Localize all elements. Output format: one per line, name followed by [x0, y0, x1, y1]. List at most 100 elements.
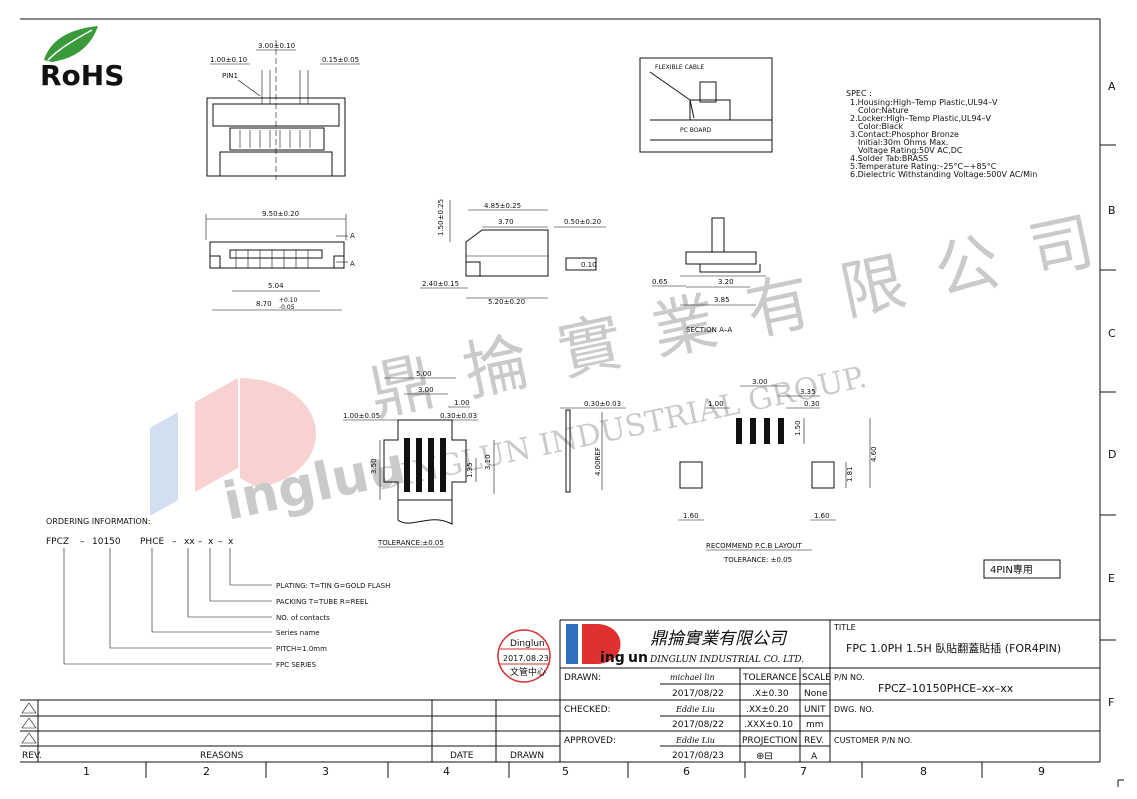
ordering-legend-plating: PLATING: T=TIN G=GOLD FLASH	[276, 582, 390, 590]
company-name-cn: 鼎掄實業有限公司	[650, 629, 788, 649]
pcb-dim-1: 3.00	[752, 378, 768, 386]
unit-value: mm	[806, 720, 824, 730]
pn-value: FPCZ–10150PHCE–xx–xx	[878, 682, 1014, 695]
dwg-label: DWG. NO.	[834, 705, 874, 714]
rev-label: REV.	[804, 736, 824, 746]
ordering-legend-pitch: PITCH=1.0mm	[276, 645, 327, 653]
spec-line-9: 5.Temperature Rating:–25°C~+85°C	[850, 162, 997, 171]
date-header: DATE	[450, 751, 474, 761]
front-view: 9.50±0.20 A A 5.04 8.70 +0.10 -0.05	[205, 210, 355, 311]
title-logo-text-2: un	[628, 650, 648, 666]
spec-block: SPEC : 1.Housing:High–Temp Plastic,UL94–…	[846, 89, 1037, 179]
pcb-dim-3: 1.00	[708, 400, 724, 408]
title-label: TITLE	[833, 623, 856, 632]
spec-line-5: 3.Contact:Phosphor Bronze	[850, 130, 959, 139]
reasons-header: REASONS	[200, 751, 244, 761]
cable-dim-6: 3.50	[370, 458, 378, 474]
spec-line-8: 4.Solder Tab:BRASS	[850, 154, 928, 163]
front-dim-overall: 8.70	[256, 300, 272, 308]
rev-header: REV.	[22, 751, 42, 761]
thickness-dim-2: 4.00REF	[594, 447, 602, 476]
rohs-logo: RoHS	[40, 26, 124, 92]
top-pin1-label: PIN1	[222, 72, 238, 80]
scale-label: SCALE	[802, 673, 831, 683]
col-marker-9: 9	[1038, 765, 1045, 778]
pcb-pad-4	[778, 418, 784, 444]
ordering-information: ORDERING INFORMATION: FPCZ – 10150 PHCE …	[46, 517, 390, 669]
ordering-part-dash-4: –	[218, 537, 223, 547]
pcb-dim-8: 1.60	[683, 512, 699, 520]
projection-label: PROJECTION	[742, 736, 797, 746]
cable-tolerance: TOLERANCE:±0.05	[377, 539, 444, 547]
ordering-title: ORDERING INFORMATION:	[46, 517, 151, 526]
title-logo-bar-red	[582, 624, 598, 664]
col-marker-3: 3	[322, 765, 329, 778]
flex-cable-label: FLEXIBLE CABLE	[655, 64, 704, 71]
title-logo-d-shape	[598, 624, 621, 664]
drawn-name: michael lin	[670, 673, 715, 682]
col-marker-1: 1	[83, 765, 90, 778]
unit-label: UNIT	[804, 705, 826, 715]
cable-dim-4: 1.00±0.05	[343, 412, 380, 420]
side-dim-b: 0.50±0.20	[564, 218, 601, 226]
ordering-part-series: FPCZ	[46, 537, 69, 547]
drawn-date: 2017/08/22	[672, 689, 724, 699]
row-marker-d: D	[1108, 448, 1116, 461]
pcb-dim-7: 1.81	[846, 466, 854, 482]
ordering-part-contacts: xx	[184, 537, 195, 547]
front-dim-tol-up: +0.10	[279, 297, 298, 304]
rev-value: A	[811, 752, 818, 762]
top-dim-left: 1.00±0.10	[210, 56, 247, 64]
spec-line-1: 1.Housing:High–Temp Plastic,UL94–V	[850, 98, 998, 107]
pcb-pad-3	[764, 418, 770, 444]
rev-triangle-icon	[21, 702, 37, 714]
spec-line-10: 6.Dielectric Withstanding Voltage:500V A…	[850, 170, 1037, 179]
ordering-part-pitch: 10150	[92, 537, 121, 547]
checked-date: 2017/08/22	[672, 720, 724, 730]
stamp-name: Dinglun	[510, 639, 545, 649]
contact-2	[416, 438, 422, 492]
pcb-dim-4: 0.30	[804, 400, 820, 408]
drawn-header: DRAWN	[510, 751, 544, 761]
ordering-legend-contacts: NO. of contacts	[276, 614, 330, 622]
stamp-date: 2017.08.23	[503, 654, 549, 663]
title-logo-text: ing	[600, 650, 625, 666]
col-marker-7: 7	[800, 765, 807, 778]
front-section-a-bottom: A	[350, 260, 355, 268]
pcb-layout: 3.00 3.35 1.00 0.30 1.50 4.60 1.81 1.60 …	[678, 378, 878, 564]
cable-dim-5: 0.30±0.03	[440, 412, 477, 420]
top-dim-right: 0.15±0.05	[322, 56, 359, 64]
pcb-layout-tolerance: TOLERANCE: ±0.05	[723, 556, 792, 564]
pc-board-label: PC BOARD	[680, 127, 712, 134]
title-value: FPC 1.0PH 1.5H 臥貼翻蓋貼插 (FOR4PIN)	[846, 641, 1061, 655]
scale-value: None	[804, 689, 828, 699]
front-section-a-top: A	[350, 232, 355, 240]
company-name-en: DINGLUN INDUSTRIAL CO. LTD.	[649, 655, 804, 665]
col-marker-8: 8	[920, 765, 927, 778]
side-dim-height: 1.50±0.25	[437, 199, 445, 236]
pcb-solder-pad-left	[679, 461, 703, 489]
spec-line-3: 2.Locker:High–Temp Plastic,UL94–V	[850, 114, 992, 123]
title-logo-bar-blue	[566, 624, 578, 664]
projection-symbol-icon: ⊕⊟	[756, 751, 773, 762]
ordering-part-packing: x	[208, 537, 214, 547]
side-dim-d: 2.40±0.15	[422, 280, 459, 288]
top-dim-pitch: 3.00±0.10	[258, 42, 295, 50]
spec-line-2: Color:Nature	[858, 106, 909, 115]
thickness-view: 0.30±0.03 4.00REF	[560, 400, 626, 493]
pcb-dim-9: 1.60	[814, 512, 830, 520]
rev-triangle-icon	[21, 717, 37, 729]
cable-dim-8: 1.35	[466, 462, 474, 478]
rev-triangle-icon	[21, 732, 37, 744]
section-aa-label: SECTION A–A	[686, 326, 732, 334]
col-marker-5: 5	[562, 765, 569, 778]
side-dim-c: 0.10	[581, 261, 597, 269]
row-markers: A B C D E F	[1108, 80, 1116, 709]
pcb-pad-2	[750, 418, 756, 444]
row-marker-f: F	[1108, 696, 1114, 709]
side-dim-a: 3.70	[498, 218, 514, 226]
front-dim-tol-down: -0.05	[279, 304, 295, 311]
front-dim-inner: 5.04	[268, 282, 284, 290]
approved-name: Eddie Liu	[675, 736, 715, 745]
rohs-text: RoHS	[40, 59, 124, 92]
